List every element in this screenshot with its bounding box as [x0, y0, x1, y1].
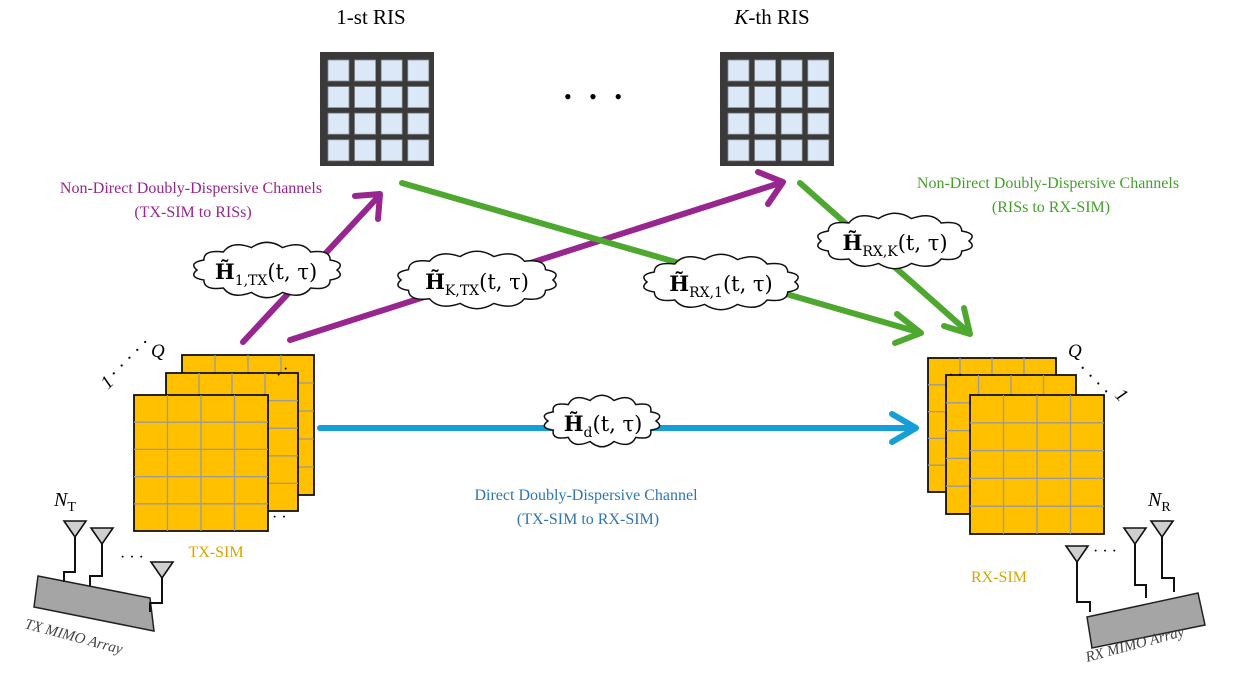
- ris-element: [727, 86, 750, 108]
- channel-h1tx: H̃1,TX(t, τ): [215, 259, 317, 289]
- arrowhead-tx-to-ris1: [352, 191, 383, 222]
- arrowhead-ris1-to-rx: [892, 311, 924, 346]
- ris-element: [380, 86, 403, 108]
- ris-element: [354, 86, 377, 108]
- ris-element: [327, 59, 350, 82]
- ris-element: [380, 139, 403, 162]
- rx-mimo-array: · · · NR RX MIMO Array: [1064, 489, 1206, 666]
- channel-hktx: H̃K,TX(t, τ): [425, 269, 529, 299]
- ris-element: [780, 59, 803, 82]
- direct-title: Direct Doubly-Dispersive Channel: [474, 487, 698, 504]
- tx-sim-label: TX-SIM: [188, 544, 243, 561]
- ris-element: [380, 59, 403, 82]
- ris-element: [727, 59, 750, 82]
- direct-sub: (TX-SIM to RX-SIM): [517, 511, 659, 528]
- ris-element: [807, 112, 830, 135]
- tx-antenna-n: [149, 561, 175, 580]
- ris-element: [327, 86, 350, 108]
- ris-element: [754, 86, 776, 108]
- cloud-shape: [817, 212, 973, 270]
- ris-element: [727, 139, 750, 162]
- arrowhead-risk-to-rx: [941, 305, 973, 337]
- rx-antenna-dots: · · ·: [1093, 543, 1117, 560]
- rx-antenna-2: [1122, 527, 1148, 546]
- ris-element: [754, 139, 776, 162]
- rx-stack-dots-a: · ·: [948, 367, 963, 384]
- tx-array-bar: [33, 575, 155, 632]
- ris-element: [354, 112, 377, 135]
- rx-antenna-1: [1064, 545, 1090, 564]
- tx-antenna-2: [89, 527, 115, 546]
- tx-to-ris-title: Non-Direct Doubly-Dispersive Channels: [60, 180, 322, 197]
- arrowhead-tx-to-risk: [755, 169, 786, 207]
- tx-to-ris-sub: (TX-SIM to RISs): [134, 204, 251, 221]
- ris-element: [727, 112, 750, 135]
- tx-antenna-1: [62, 520, 88, 539]
- cloud-hrx1: [643, 253, 799, 311]
- arrowhead-tx-to-rx: [889, 411, 919, 445]
- rx-sim-label: RX-SIM: [971, 569, 1027, 586]
- ris-element: [354, 59, 377, 82]
- ris-element: [780, 139, 803, 162]
- ris-element: [407, 139, 430, 162]
- cloud-hktx: [397, 250, 557, 310]
- tx-stack-dots-bottom: · ·: [272, 509, 287, 526]
- channel-labels: H̃1,TX(t, τ) H̃K,TX(t, τ) H̃RX,1(t, τ) H…: [215, 230, 948, 441]
- tx-stack-dots: · · · · ·: [105, 333, 156, 384]
- rx-feed-lines: [1076, 536, 1175, 612]
- cloud-shape: [193, 241, 341, 299]
- ris-ellipsis: • • •: [564, 84, 628, 109]
- channel-hrx1: H̃RX,1(t, τ): [669, 271, 773, 301]
- cloud-shape: [643, 253, 799, 311]
- ris-element: [327, 139, 350, 162]
- ris-to-rx-title: Non-Direct Doubly-Dispersive Channels: [917, 175, 1179, 192]
- rx-sim-stack: [927, 357, 1105, 535]
- ris-element: [780, 86, 803, 108]
- ris-element: [807, 139, 830, 162]
- rx-antenna-count: NR: [1147, 489, 1171, 515]
- ris-element: [407, 86, 430, 108]
- rx-stack-last-index: Q: [1068, 341, 1082, 362]
- tx-stack-dots-b: ·: [283, 361, 288, 378]
- ris-element: [754, 112, 776, 135]
- ris-panel-k: [720, 52, 834, 166]
- tx-sim-stack: [133, 354, 315, 532]
- ris-element: [380, 112, 403, 135]
- tx-stack-dots-a: ·: [276, 367, 281, 384]
- cloud-hrxk: [817, 212, 973, 270]
- ris-element: [354, 139, 377, 162]
- tx-feed-lines: [63, 536, 163, 612]
- ris-to-rx-sub: (RISs to RX-SIM): [992, 199, 1110, 216]
- ris-element: [407, 59, 430, 82]
- ris-element: [407, 112, 430, 135]
- ris-1-label: 1-st RIS: [336, 5, 405, 29]
- ris-element: [327, 112, 350, 135]
- rx-antenna-n: [1149, 520, 1175, 539]
- tx-stack-last-index: Q: [151, 341, 165, 362]
- ris-element: [754, 59, 776, 82]
- tx-antenna-dots: · · ·: [120, 549, 144, 566]
- ris-element: [807, 59, 830, 82]
- channel-hrxk: H̃RX,K(t, τ): [842, 230, 947, 260]
- tx-antenna-count: NT: [53, 489, 76, 515]
- ris-panel-1: [320, 52, 434, 166]
- cloud-hd: [543, 394, 661, 448]
- ris-element: [807, 86, 830, 108]
- ris-element: [780, 112, 803, 135]
- arrow-ris1-to-rx: [399, 180, 921, 335]
- ris-k-label: K-th RIS: [733, 5, 809, 29]
- cloud-shape: [543, 394, 661, 448]
- cloud-shape: [397, 250, 557, 310]
- channel-hd: H̃d(t, τ): [564, 411, 643, 441]
- cloud-h1tx: [193, 241, 341, 299]
- rx-array-bar: [1086, 592, 1206, 649]
